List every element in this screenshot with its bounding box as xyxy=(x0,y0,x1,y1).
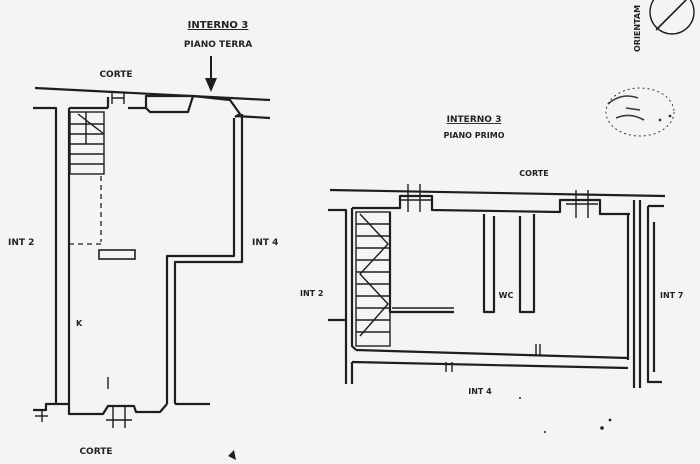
first-left-neighbor-wall xyxy=(328,208,348,384)
first-left-unit-wall xyxy=(350,208,357,351)
ground-left-outer-wall xyxy=(33,106,58,404)
first-party-wall xyxy=(632,200,642,388)
first-courtyard-label: CORTE xyxy=(519,169,548,178)
first-bottom-jamb xyxy=(445,362,453,372)
ground-left-neighbor-label: INT 2 xyxy=(8,238,34,248)
ground-courtyard-top-label: CORTE xyxy=(99,70,132,80)
ground-bottom-wall xyxy=(33,402,168,416)
ground-room-mark: K xyxy=(76,319,83,328)
entrance-arrow-icon xyxy=(205,56,217,92)
compass-icon xyxy=(649,0,695,35)
first-staircase xyxy=(355,211,391,347)
ground-top-niche-1 xyxy=(128,94,195,114)
scan-specks xyxy=(228,397,612,460)
first-stair-landing-wall xyxy=(388,212,454,314)
first-bottom-inner-wall xyxy=(355,348,629,360)
ground-dashed-partition xyxy=(69,176,102,245)
first-wc-right-wall xyxy=(518,214,536,314)
ground-top-window-1 xyxy=(111,92,125,104)
first-wc-label: WC xyxy=(499,291,514,300)
ground-courtyard-bottom-label: CORTE xyxy=(79,447,112,457)
official-stamp-icon xyxy=(605,87,675,137)
first-right-neighbor-label: INT 7 xyxy=(660,291,683,300)
first-top-window-1 xyxy=(400,184,432,212)
ground-right-wall-outer xyxy=(173,114,244,404)
ground-staircase xyxy=(69,111,105,175)
first-right-neighbor-wall xyxy=(646,204,664,384)
first-bottom-neighbor-label: INT 4 xyxy=(468,387,492,396)
orientation-marker: ORIENTAM xyxy=(633,0,695,52)
compass-needle-icon xyxy=(655,0,688,31)
ground-floor-subtitle: PIANO TERRA xyxy=(184,40,252,50)
first-floor-plan: INTERNO 3 PIANO PRIMO CORTE WC xyxy=(300,115,683,396)
ground-right-wall-inner xyxy=(165,118,236,404)
first-floor-subtitle: PIANO PRIMO xyxy=(443,131,504,140)
first-bottom-vent xyxy=(535,344,541,356)
orientation-label: ORIENTAM xyxy=(633,5,642,52)
ground-right-neighbor-label: INT 4 xyxy=(252,238,278,248)
ground-floor-title: INTERNO 3 xyxy=(188,20,249,31)
first-bottom-outer-wall xyxy=(351,360,629,370)
first-top-wall xyxy=(352,194,630,216)
first-floor-title: INTERNO 3 xyxy=(447,115,502,125)
ground-facade-line xyxy=(34,86,271,102)
first-left-neighbor-label: INT 2 xyxy=(300,289,323,298)
first-top-window-2 xyxy=(566,190,598,218)
ground-bottom-window xyxy=(106,406,132,428)
first-wc-left-wall xyxy=(482,214,496,314)
ground-counter xyxy=(98,249,136,260)
first-facade-line xyxy=(329,188,666,198)
ground-floor-plan: INTERNO 3 PIANO TERRA CORTE xyxy=(8,20,278,457)
